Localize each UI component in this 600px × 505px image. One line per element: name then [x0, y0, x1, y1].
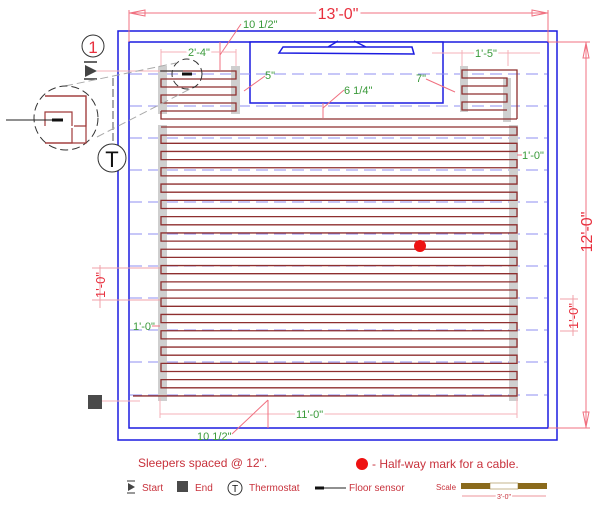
dim-green-left-spacing: 1'-0" [133, 321, 155, 333]
dim-green-right-spacing: 1'-0" [522, 150, 544, 162]
dim-top-left-width [160, 49, 237, 66]
fixture-notch [249, 41, 444, 104]
cable-run-top-right [461, 69, 518, 119]
dim-notch-gap-label: 6 1/4" [344, 85, 372, 97]
dim-top-right-width-label: 1'-5" [475, 48, 497, 60]
legend-thermostat: Thermostat [249, 483, 300, 494]
thermostat-symbol: T [105, 147, 118, 172]
dim-bottom-offset-label: 10 1/2" [197, 431, 232, 443]
dim-top-left-gap-leader [243, 75, 266, 92]
dim-left-spacing [92, 265, 160, 308]
legend-start-icon [127, 480, 135, 494]
dim-top-left-width-label: 2'-4" [188, 47, 210, 59]
legend-scale: Scale [436, 483, 457, 492]
sleeper-end-strip [158, 125, 167, 401]
dim-top-left-gap-label: 5" [265, 70, 275, 82]
scale-bar [461, 482, 547, 497]
detail-balloon-number: 1 [88, 38, 97, 57]
dim-notch-gap-leader [322, 89, 345, 118]
legend-end: End [195, 483, 213, 494]
detail-cable-loop-inner [44, 95, 87, 144]
dim-right-spacing [560, 295, 578, 336]
sleeper-end-strip [509, 125, 518, 401]
dim-bottom-length [159, 398, 518, 418]
cable-connector [160, 111, 517, 120]
dim-right-gap-leader [425, 78, 456, 93]
dim-width-total [128, 9, 549, 42]
detail-balloon[interactable] [81, 34, 105, 58]
dim-top-right-width [432, 50, 540, 66]
sleepers-note: Sleepers spaced @ 12". [138, 456, 267, 470]
halfway-mark [414, 240, 426, 252]
halfway-note: - Half-way mark for a cable. [372, 457, 519, 471]
outer-wall [117, 30, 558, 441]
sensor-detail-marker [171, 58, 203, 90]
end-icon [88, 395, 102, 409]
dim-top-offset-leader [219, 23, 242, 70]
legend-floor-sensor: Floor sensor [349, 483, 405, 494]
scale-length: 3'-0" [497, 494, 511, 501]
dim-height-total [548, 41, 590, 429]
sleeper-end-strip [460, 66, 468, 112]
legend-end-icon [177, 481, 188, 492]
dim-right-gap-label: 7" [416, 73, 426, 85]
dim-width-total-label: 13'-0" [318, 6, 359, 23]
dim-bottom-length-label: 11'-0" [296, 409, 323, 421]
halfway-legend-dot [356, 458, 368, 470]
dim-bottom-offset-leader [231, 399, 269, 435]
fixture-shape [277, 40, 415, 55]
dim-top-offset-label: 10 1/2" [243, 19, 278, 31]
heating-cable [133, 69, 518, 397]
cable-run-main [133, 126, 518, 397]
start-icon [84, 61, 97, 80]
legend-thermostat-icon [227, 480, 243, 496]
dim-left-spacing-label: 1'-0" [93, 272, 108, 298]
legend-thermostat-symbol: T [232, 484, 238, 495]
thermostat-icon[interactable] [97, 143, 127, 173]
cable-run-top-left [160, 70, 237, 112]
dim-right-spacing-label: 1'-0" [566, 303, 581, 329]
legend-start: Start [142, 483, 163, 494]
detail-projection-lines [64, 62, 191, 138]
dim-height-total-label: 12'-0" [579, 212, 596, 253]
sleeper-end-strip [158, 66, 167, 114]
